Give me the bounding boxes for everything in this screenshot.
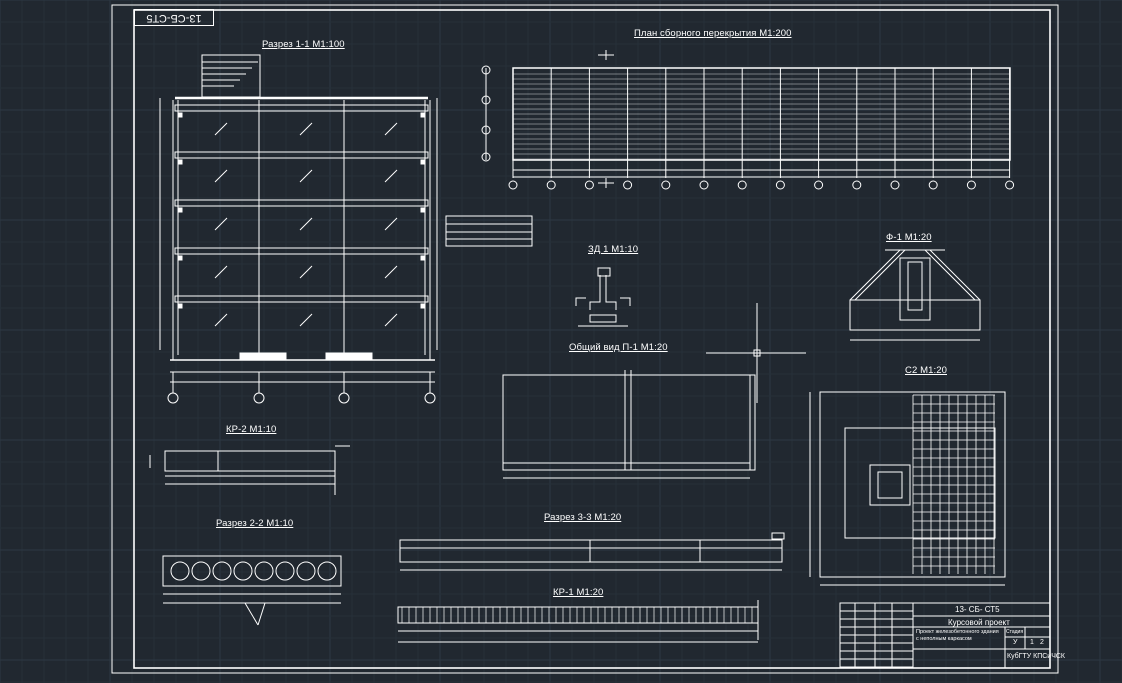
crosshair-cursor-icon <box>706 303 806 403</box>
title-block-stage: У <box>1013 639 1018 646</box>
detail-zd1-drawing <box>575 267 631 327</box>
floor-plan-drawing <box>481 50 1015 190</box>
label-foundation-f1: Ф-1 М1:20 <box>886 232 932 243</box>
sheet-frame <box>111 4 1059 674</box>
label-section-3-3: Разрез 3-3 М1:20 <box>544 512 622 523</box>
label-frame-kr2: КР-2 М1:10 <box>226 424 277 435</box>
label-floor-plan: План сборного перекрытия М1:200 <box>634 28 792 39</box>
title-block-sheets: 2 <box>1040 639 1044 646</box>
title-block-sheet: 1 <box>1030 639 1034 646</box>
section-1-1-drawing <box>159 54 533 404</box>
title-block-stage-header: Стадия <box>1006 629 1024 635</box>
label-frame-kr1: КР-1 М1:20 <box>553 587 604 598</box>
label-section-1-1: Разрез 1-1 М1:100 <box>262 39 345 50</box>
foundation-f1-drawing <box>849 249 981 341</box>
label-detail-zd1: ЗД 1 М1:10 <box>588 244 639 255</box>
label-general-view-p1: Общий вид П-1 М1:20 <box>569 342 668 353</box>
label-section-2-2: Разрез 2-2 М1:10 <box>216 518 294 529</box>
sheet-code-stamp: 13-СБ-СТ5 <box>134 9 214 26</box>
frame-kr1-drawing <box>397 600 759 643</box>
label-mesh-s2: С2 М1:20 <box>905 365 947 376</box>
title-block-project-type: Курсовой проект <box>948 618 1010 627</box>
title-block-organization: КубГТУ КПСиЧСК <box>1007 653 1065 660</box>
title-block-building-title: Проект железобетонного здания с неполным… <box>916 629 999 642</box>
section-3-3-drawing <box>399 532 785 571</box>
general-view-p1-drawing <box>502 370 756 479</box>
frame-kr2-drawing <box>149 445 350 495</box>
mesh-s2-drawing <box>809 391 1006 586</box>
section-2-2-drawing <box>162 555 342 626</box>
title-block <box>839 602 1051 669</box>
title-block-code: 13- СБ- СТ5 <box>955 605 1000 614</box>
